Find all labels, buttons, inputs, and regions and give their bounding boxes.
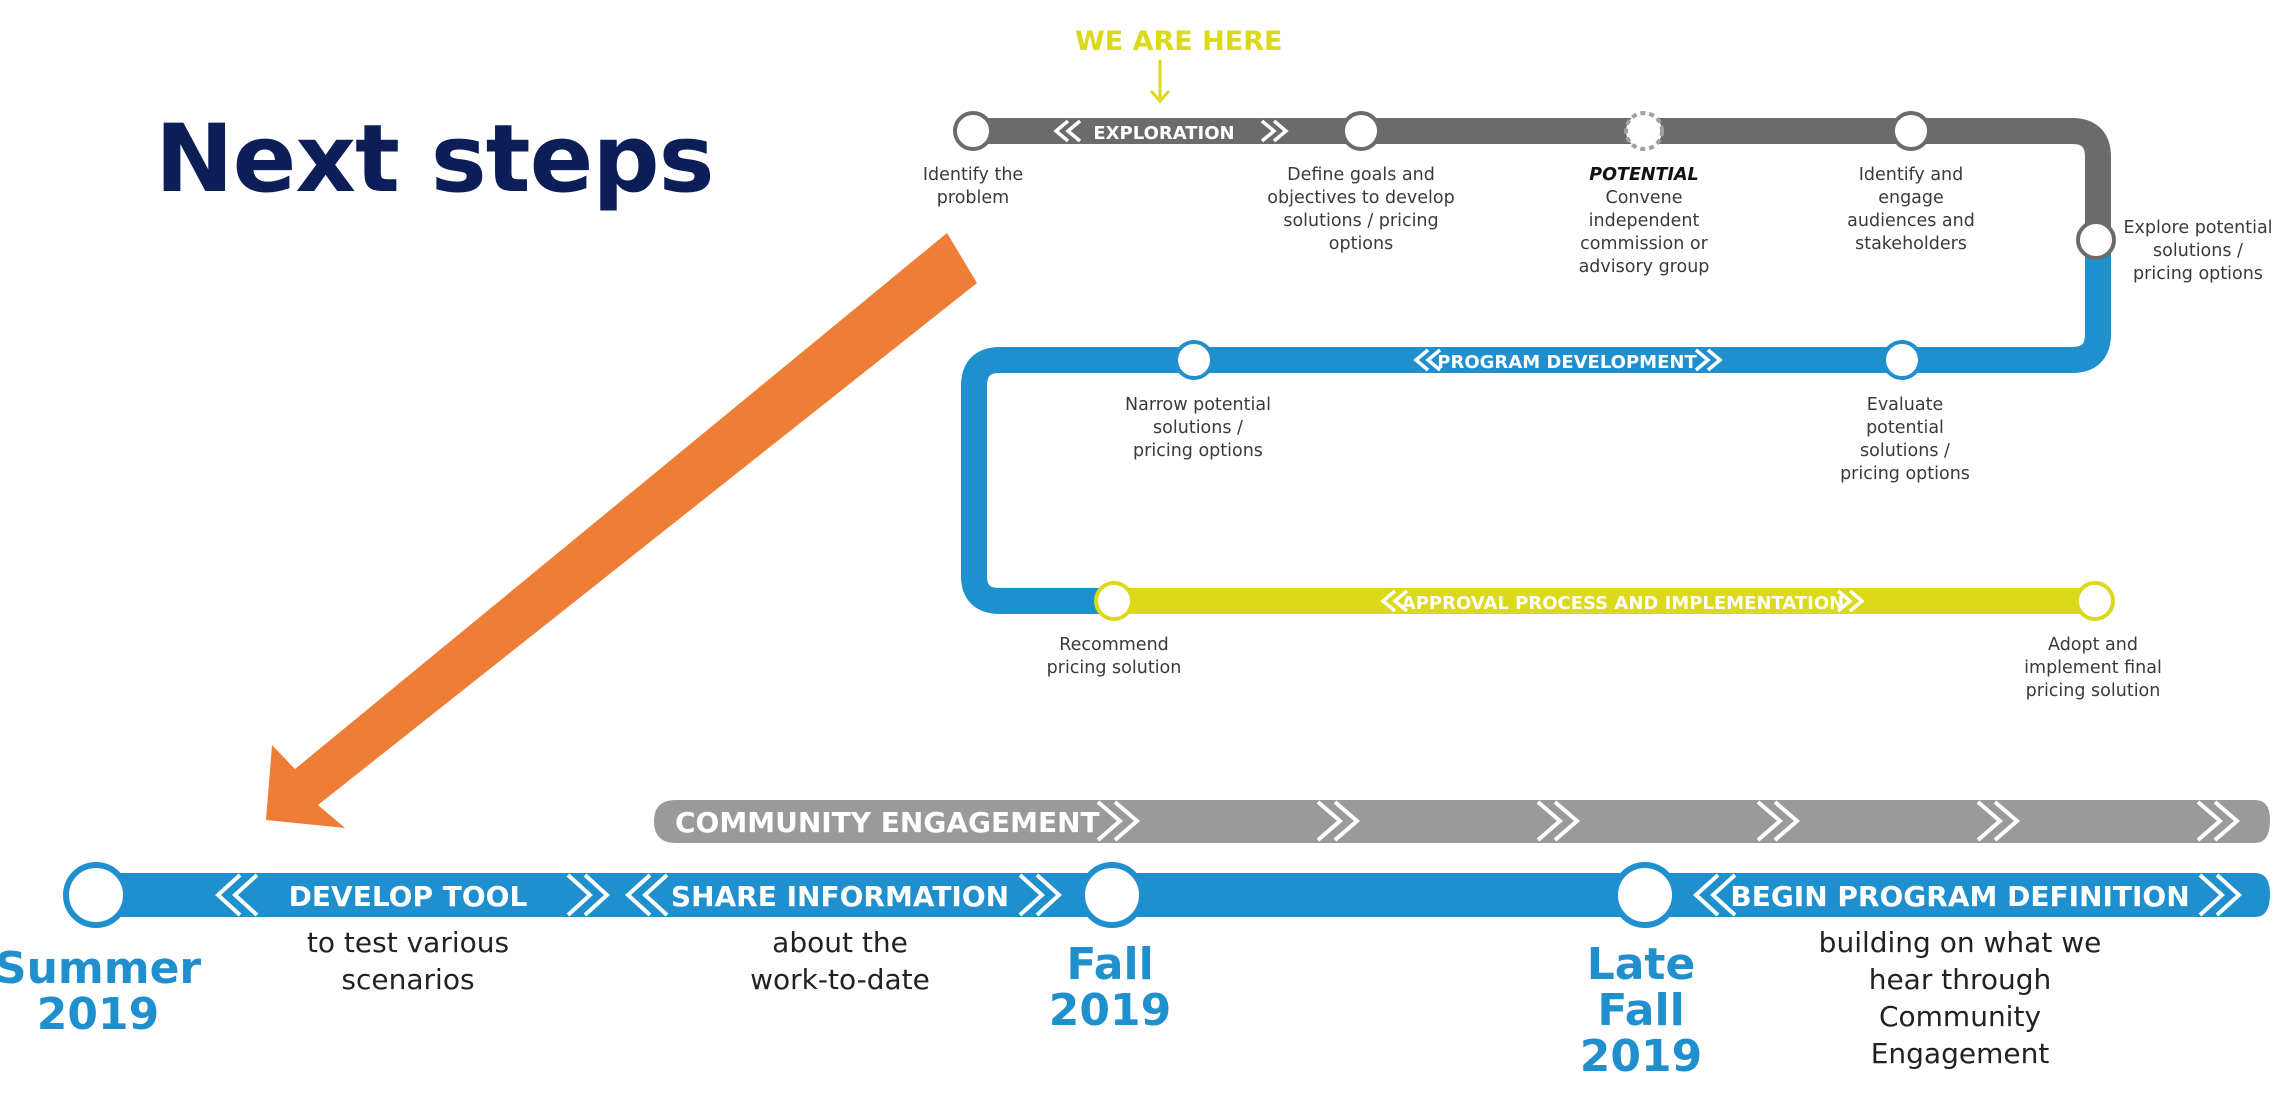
stop-identify-problem bbox=[953, 111, 993, 151]
milestone-summer-2019 bbox=[63, 862, 129, 928]
phase-exploration-label: EXPLORATION bbox=[1093, 123, 1234, 144]
page-title: Next steps bbox=[155, 105, 715, 214]
community-engagement-chevrons bbox=[1096, 800, 2241, 842]
we-are-here-arrow bbox=[1149, 60, 1171, 104]
develop-tool-label: DEVELOP TOOL bbox=[289, 880, 528, 913]
community-engagement-label: COMMUNITY ENGAGEMENT bbox=[675, 806, 1100, 839]
potential-label: POTENTIAL bbox=[1589, 165, 1699, 185]
orange-pointer-arrow bbox=[266, 233, 977, 828]
begin-program-definition-label: BEGIN PROGRAM DEFINITION bbox=[1730, 880, 2189, 913]
phase-approval-label: APPROVAL PROCESS AND IMPLEMENTATION bbox=[1402, 593, 1844, 614]
stop-define-goals bbox=[1341, 111, 1381, 151]
stop-narrow bbox=[1174, 340, 1214, 380]
milestone-late-fall-2019 bbox=[1612, 862, 1678, 928]
timeline-chevrons bbox=[215, 873, 2242, 917]
phase-program-development-label: PROGRAM DEVELOPMENT bbox=[1437, 352, 1697, 373]
stop-evaluate bbox=[1882, 340, 1922, 380]
community-engagement-band bbox=[654, 800, 2270, 843]
program-development-chevrons bbox=[1413, 348, 1723, 372]
stop-identify-engage bbox=[1891, 111, 1931, 151]
exploration-chevrons bbox=[1053, 119, 1289, 143]
we-are-here-marker: WE ARE HERE bbox=[1075, 26, 1283, 57]
milestone-fall-2019 bbox=[1079, 862, 1145, 928]
stop-adopt bbox=[2075, 581, 2115, 621]
exploration-track bbox=[972, 118, 2111, 240]
stop-convene-potential bbox=[1624, 111, 1664, 151]
program-development-track bbox=[961, 240, 2111, 614]
approval-chevrons bbox=[1380, 589, 1865, 613]
stop-recommend bbox=[1094, 581, 1134, 621]
stop-explore bbox=[2076, 220, 2116, 260]
share-information-label: SHARE INFORMATION bbox=[671, 880, 1009, 913]
